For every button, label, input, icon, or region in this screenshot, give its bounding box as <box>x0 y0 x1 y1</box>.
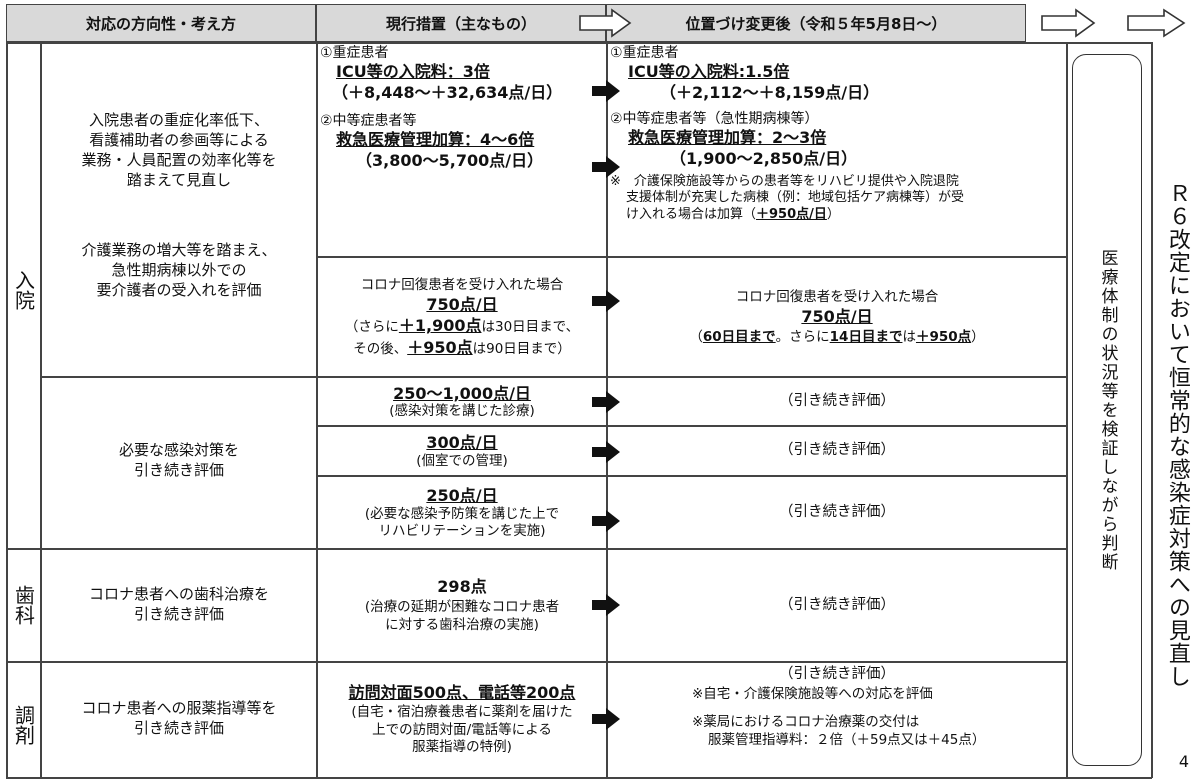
right-arrow-icon <box>1127 8 1186 38</box>
header-after: 位置づけ変更後（令和５年5月8日～） <box>606 4 1026 42</box>
policy-2: 介護業務の増大等を踏まえ、急性期病棟以外での要介護者の受入れを評価 <box>81 240 277 300</box>
arrow-right-icon <box>592 80 620 102</box>
right-arrow-icon <box>1041 8 1096 38</box>
judgement-text: 医療体制の状況等を検証しながら判断 <box>1097 248 1118 572</box>
arrow-right-icon <box>592 391 620 413</box>
arrow-right-icon <box>592 441 620 463</box>
policy-4: コロナ患者への歯科治療を引き続き評価 <box>88 584 269 623</box>
current-row-6: 298点 (治療の延期が困難なコロナ患者 に対する歯科治療の実施) <box>364 577 560 634</box>
after-row-7: （引き続き評価） ※自宅・介護保険施設等への対応を評価 ※薬局におけるコロナ治療… <box>692 666 986 748</box>
side-label-chozai: 調剤 <box>11 705 36 745</box>
header-policy: 対応の方向性・考え方 <box>6 4 316 42</box>
current-row-2: コロナ回復患者を受け入れた場合 750点/日 （さらに＋1,900点は30日目ま… <box>344 276 580 357</box>
arrow-right-icon <box>592 156 620 178</box>
arrow-right-icon <box>592 290 620 312</box>
right-arrow-icon <box>579 8 632 38</box>
arrow-right-icon <box>592 594 620 616</box>
side-label-shika: 歯科 <box>11 585 36 625</box>
arrow-right-icon <box>592 708 620 730</box>
current-row-7: 訪問対面500点、電話等200点 (自宅・宿泊療養患者に薬剤を届けた 上での訪問… <box>348 683 576 756</box>
current-row-1: ①重症患者 ICU等の入院料：3倍 （＋8,448～＋32,634点/日） ②中… <box>320 45 563 170</box>
current-row-3: 250～1,000点/日 (感染対策を講じた診療) <box>389 383 535 419</box>
policy-5: コロナ患者への服薬指導等を引き続き評価 <box>81 698 277 737</box>
header-current: 現行措置（主なもの） <box>316 4 606 42</box>
after-row-4: （引き続き評価） <box>779 442 895 459</box>
after-row-5: （引き続き評価） <box>779 503 895 520</box>
side-label-nyuin: 入院 <box>11 270 36 310</box>
page-number: 4 <box>1178 752 1190 771</box>
revision-text: Ｒ６改定において恒常的な感染症対策への見直し <box>1164 182 1190 688</box>
after-row-1: ①重症患者 ICU等の入院料:1.5倍 （＋2,112～＋8,159点/日） ②… <box>610 45 965 223</box>
policy-3: 必要な感染対策を引き続き評価 <box>118 440 239 479</box>
arrow-right-icon <box>592 510 620 532</box>
after-row-6: （引き続き評価） <box>779 596 895 613</box>
current-row-5: 250点/日 (必要な感染予防策を講じた上で リハビリテーションを実施) <box>364 485 560 539</box>
after-row-3: （引き続き評価） <box>779 392 895 409</box>
policy-1: 入院患者の重症化率低下、看護補助者の参画等による業務・人員配置の効率化等を踏まえ… <box>81 110 277 190</box>
judgement-box <box>1072 54 1142 766</box>
after-row-2: コロナ回復患者を受け入れた場合 750点/日 （60日目まで。さらに14日目まで… <box>689 288 985 345</box>
current-row-4: 300点/日 (個室での管理) <box>416 433 508 469</box>
